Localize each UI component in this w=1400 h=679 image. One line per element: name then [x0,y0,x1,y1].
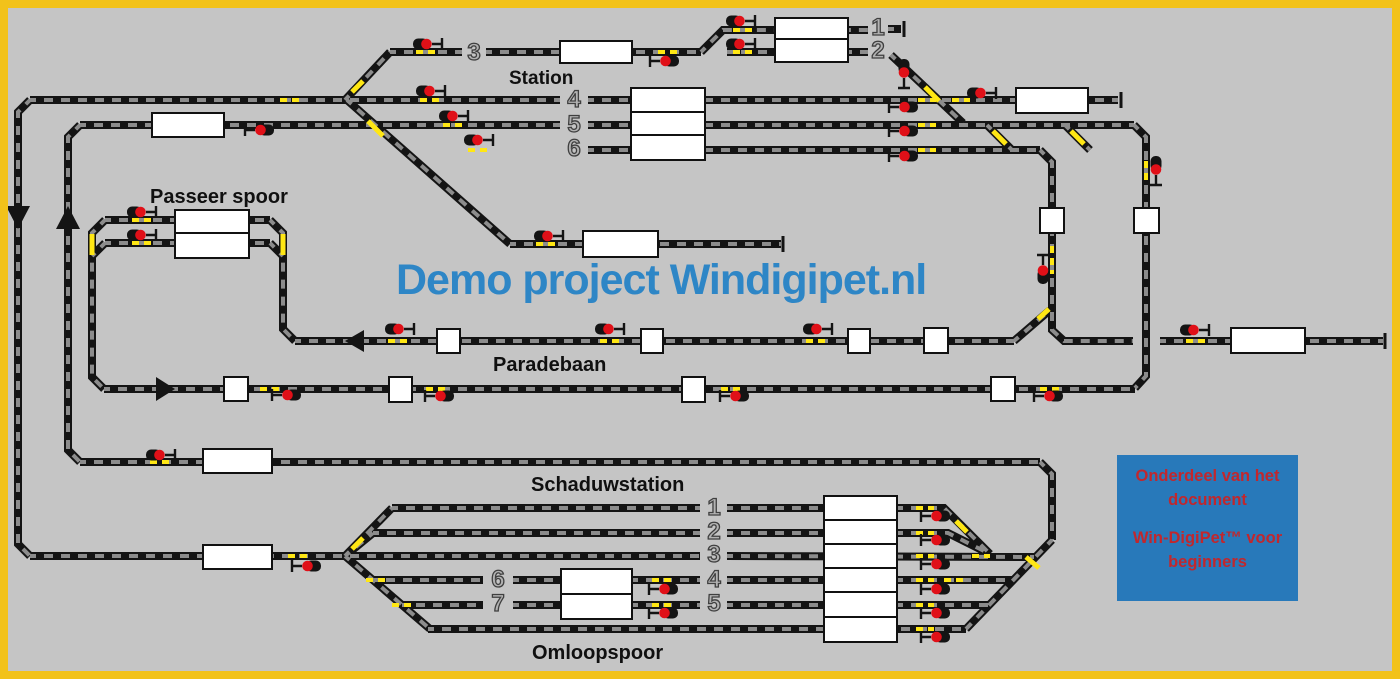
info-box-line-2: document [1168,491,1247,509]
signal-icon[interactable] [1035,253,1051,286]
station-track-number-4: 4 [567,86,582,113]
station-track-number-1: 1 [871,14,886,41]
block-indicator[interactable] [630,87,706,113]
info-box-line-1: Onderdeel van het [1135,467,1280,485]
block-indicator[interactable] [202,448,273,474]
signal-icon[interactable] [290,558,323,574]
station-track-number-6: 6 [567,135,582,162]
shadow-track-number-2: 2 [707,518,722,545]
switch-indicator-dashes [132,28,1206,631]
signal-icon[interactable] [896,57,912,90]
shadow-track-number-1: 1 [707,494,722,521]
block-indicator[interactable] [582,230,659,258]
block-indicator[interactable] [559,40,633,64]
switch-indicator-solid [89,79,1086,570]
block-indicator[interactable] [223,376,249,402]
station-track-number-2: 2 [871,37,886,64]
block-indicator[interactable] [847,328,871,354]
shadow-track-number-5: 5 [707,590,722,617]
block-indicator[interactable] [1230,327,1306,354]
block-indicator[interactable] [823,591,898,619]
block-indicator[interactable] [388,376,413,403]
signal-icon[interactable] [647,581,680,597]
info-box-line-4: beginners [1168,553,1247,571]
station-track-number-3: 3 [467,39,482,66]
signal-icon[interactable] [801,321,834,337]
page-title: Demo project Windigipet.nl [396,256,927,304]
block-indicator[interactable] [990,376,1016,402]
block-indicator[interactable] [174,232,250,259]
block-indicator[interactable] [923,327,949,354]
block-indicator[interactable] [174,209,250,234]
block-indicator[interactable] [151,112,225,138]
direction-arrow-up-icon [56,206,80,229]
signal-icon[interactable] [437,108,470,124]
block-indicator[interactable] [823,616,898,643]
block-indicator[interactable] [436,328,461,354]
direction-arrow-right-icon [156,377,175,401]
omloopspoor-label: Omloopspoor [532,642,664,664]
signal-icon[interactable] [383,321,416,337]
signal-icon[interactable] [648,53,681,69]
block-indicator[interactable] [560,593,633,620]
signal-icon[interactable] [1148,154,1164,187]
signal-icon[interactable] [414,83,447,99]
direction-arrow-down-icon [6,206,30,229]
signal-icon[interactable] [593,321,626,337]
block-indicator[interactable] [630,134,706,161]
document-info-box: Onderdeel van het document Win-DigiPet™ … [1117,455,1298,601]
paradebaan-label: Paradebaan [493,354,607,376]
shadow-track-number-6: 6 [491,566,506,593]
info-box-spacer [1117,512,1298,526]
passeer-spoor-label: Passeer spoor [150,186,288,208]
shadow-track-number-4: 4 [707,566,722,593]
block-indicator[interactable] [560,568,633,595]
shadow-track-number-7: 7 [491,590,506,617]
signal-icon[interactable] [724,13,757,29]
block-indicator[interactable] [640,328,664,354]
block-indicator[interactable] [823,567,898,594]
shadow-track-number-3: 3 [707,541,722,568]
signal-icon[interactable] [1178,322,1211,338]
block-indicator[interactable] [681,376,706,403]
block-indicator[interactable] [823,519,898,546]
signal-icon[interactable] [462,132,495,148]
block-indicator[interactable] [630,111,706,136]
schaduwstation-label: Schaduwstation [531,474,685,496]
info-box-line-3: Win-DigiPet™ voor [1132,529,1283,547]
direction-arrow-left-icon [345,330,364,352]
station-label: Station [509,68,574,89]
block-indicator[interactable] [774,38,849,63]
buffer-stop-icon [781,21,1387,349]
block-indicator[interactable] [774,17,849,40]
block-indicator[interactable] [202,544,273,570]
station-track-number-5: 5 [567,111,582,138]
block-indicator[interactable] [1133,207,1160,234]
block-indicator[interactable] [823,495,898,522]
block-indicator[interactable] [823,543,898,570]
block-indicator[interactable] [1015,87,1089,114]
block-indicator[interactable] [1039,207,1065,234]
signal-icon[interactable] [919,581,952,597]
